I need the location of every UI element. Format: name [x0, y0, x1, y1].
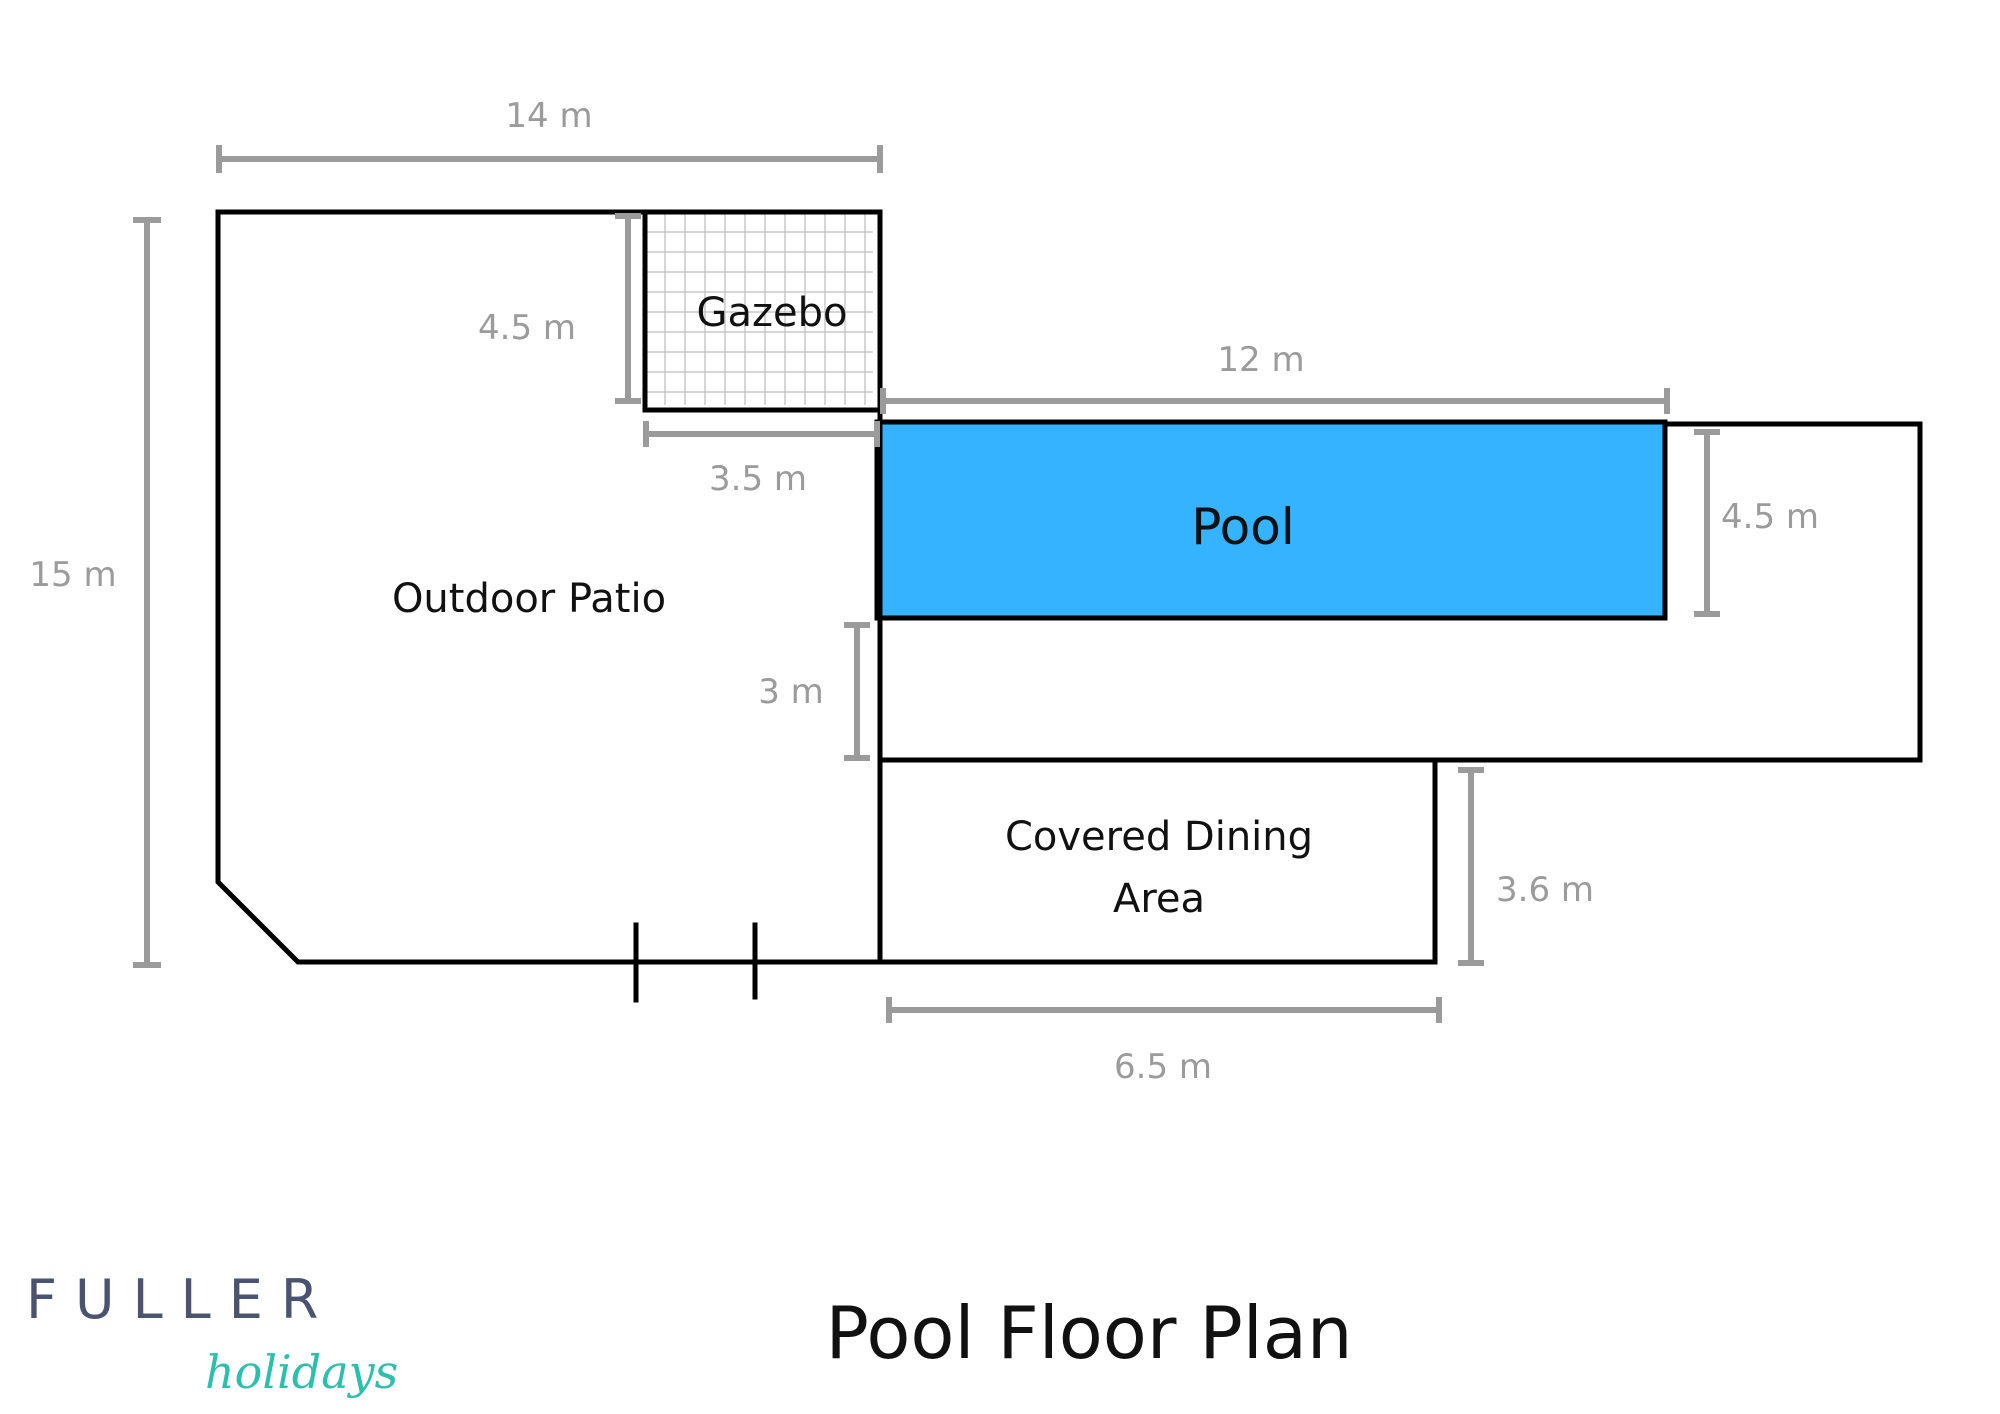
dining-wall — [874, 757, 1438, 965]
walls — [215, 209, 1923, 1003]
dim-label-pool-deck-gap: 3 m — [758, 672, 824, 712]
pool-deck-wall — [877, 421, 1923, 763]
dimension-lines — [133, 145, 1720, 1023]
page-title: Pool Floor Plan — [825, 1291, 1352, 1375]
room-label-dining-line2: Area — [1113, 876, 1205, 922]
gazebo-grid — [645, 212, 873, 405]
room-label-dining-line1: Covered Dining — [1005, 814, 1313, 860]
patio-wall — [215, 209, 880, 965]
brand-logo: FULLER holidays — [26, 1268, 398, 1399]
brand-subtitle: holidays — [205, 1345, 398, 1399]
room-label-pool: Pool — [1191, 498, 1294, 556]
dim-label-gazebo-width: 3.5 m — [709, 459, 807, 499]
room-label-gazebo: Gazebo — [697, 290, 848, 336]
pool — [874, 419, 1668, 621]
dim-label-overall-width: 14 m — [505, 96, 592, 136]
dim-label-dining-width: 6.5 m — [1114, 1047, 1212, 1087]
brand-name: FULLER — [26, 1268, 336, 1331]
dim-label-gazebo-height: 4.5 m — [478, 308, 576, 348]
room-label-outdoor-patio: Outdoor Patio — [392, 576, 666, 622]
dim-label-overall-height: 15 m — [29, 555, 116, 595]
dim-label-pool-width: 4.5 m — [1721, 497, 1819, 537]
dim-label-dining-height: 3.6 m — [1496, 870, 1594, 910]
dim-label-pool-length: 12 m — [1217, 340, 1304, 380]
